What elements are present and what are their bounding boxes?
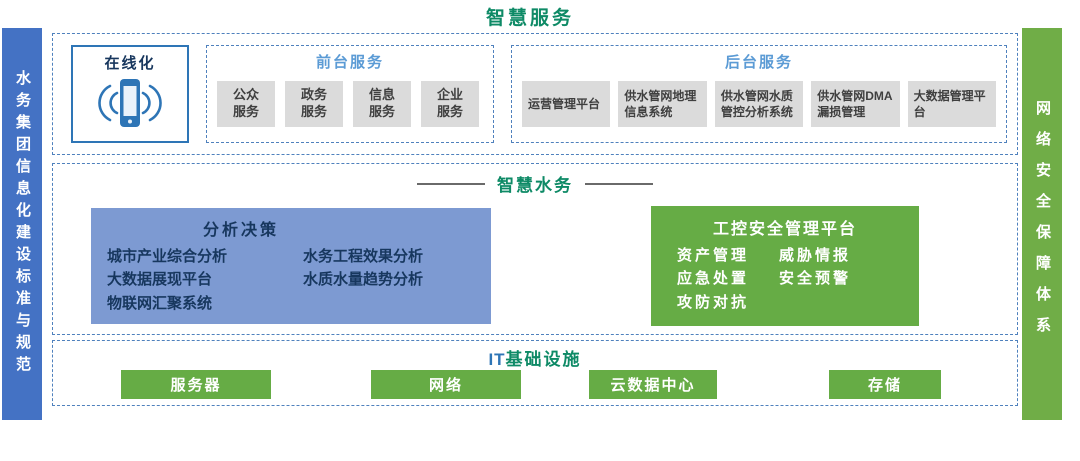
back-services-group: 后台服务 运营管理平台 供水管网地理信息系统 供水管网水质管控分析系统 供水管网…: [511, 45, 1007, 143]
back-service-item-dma-leakage: 供水管网DMA漏损管理: [811, 81, 900, 127]
security-item: 安全预警: [779, 270, 852, 288]
infra-item-cloud-datacenter: 云数据中心: [589, 370, 717, 399]
smart-water-section: 智慧水务 分析决策 城市产业综合分析 大数据展现平台 物联网汇聚系统 水务工程效…: [52, 163, 1018, 335]
front-services-group: 前台服务 公众服务 政务服务 信息服务 企业服务: [206, 45, 494, 143]
analysis-columns: 城市产业综合分析 大数据展现平台 物联网汇聚系统 水务工程效果分析 水质水量趋势…: [91, 245, 491, 315]
security-col2: 威胁情报 安全预警: [779, 244, 919, 314]
back-service-item-operations: 运营管理平台: [522, 81, 611, 127]
back-service-item-bigdata: 大数据管理平台: [907, 81, 997, 127]
front-services-row: 公众服务 政务服务 信息服务 企业服务: [207, 81, 493, 127]
phone-signal-icon: [84, 75, 176, 138]
analysis-item: 城市产业综合分析: [107, 248, 228, 265]
it-title-cn: 基础设施: [505, 350, 582, 369]
front-service-item-public: 公众服务: [217, 81, 275, 127]
security-item: 资产管理: [677, 247, 750, 264]
industrial-security-title: 工控安全管理平台: [712, 221, 857, 238]
online-label: 在线化: [104, 55, 156, 72]
smart-water-title: 智慧水务: [497, 176, 573, 195]
back-service-item-water-quality: 供水管网水质管控分析系统: [714, 81, 804, 127]
infra-item-storage: 存储: [829, 370, 941, 399]
network-security-sidebar-label: 网络安全保障体系: [1034, 100, 1051, 348]
online-box: 在线化: [71, 45, 189, 143]
infra-item-network: 网络: [371, 370, 521, 399]
standards-sidebar: 水务集团信息化建设标准与规范: [2, 28, 42, 420]
security-item: 攻防对抗: [677, 293, 750, 311]
network-security-sidebar: 网络安全保障体系: [1022, 28, 1062, 420]
divider-line-left: [417, 182, 485, 185]
analysis-item: 水质水量趋势分析: [303, 271, 424, 289]
back-services-row: 运营管理平台 供水管网地理信息系统 供水管网水质管控分析系统 供水管网DMA漏损…: [512, 81, 1006, 127]
analysis-item: 水务工程效果分析: [303, 248, 424, 265]
infra-item-server: 服务器: [121, 370, 271, 399]
divider-line-right: [585, 182, 653, 185]
back-service-item-gis: 供水管网地理信息系统: [618, 81, 707, 127]
front-services-title: 前台服务: [315, 54, 384, 71]
security-col1: 资产管理 应急处置 攻防对抗: [651, 244, 779, 314]
smart-services-title: 智慧服务: [485, 8, 574, 29]
it-title-en: IT: [488, 350, 506, 369]
security-item: 应急处置: [677, 270, 750, 288]
analysis-decision-panel: 分析决策 城市产业综合分析 大数据展现平台 物联网汇聚系统 水务工程效果分析 水…: [91, 208, 491, 324]
security-item: 威胁情报: [779, 247, 852, 264]
security-columns: 资产管理 应急处置 攻防对抗 威胁情报 安全预警: [651, 244, 919, 314]
analysis-item: 大数据展现平台: [107, 271, 213, 289]
industrial-security-panel: 工控安全管理平台 资产管理 应急处置 攻防对抗 威胁情报 安全预警: [651, 206, 919, 326]
analysis-col2: 水务工程效果分析 水质水量趋势分析: [303, 245, 491, 315]
front-service-item-government: 政务服务: [285, 81, 343, 127]
front-service-item-information: 信息服务: [353, 81, 411, 127]
smart-water-title-row: 智慧水务: [53, 171, 1017, 196]
it-infrastructure-title: IT基础设施: [53, 345, 1017, 370]
it-infrastructure-section: IT基础设施 服务器 网络 云数据中心 存储: [52, 340, 1018, 406]
back-services-title: 后台服务: [724, 54, 793, 71]
smart-services-section: 在线化 前台服务 公众服务 政务服务: [52, 33, 1018, 155]
analysis-item: 物联网汇聚系统: [107, 294, 213, 312]
analysis-decision-title: 分析决策: [203, 222, 280, 239]
front-service-item-enterprise: 企业服务: [421, 81, 479, 127]
standards-sidebar-label: 水务集团信息化建设标准与规范: [14, 70, 31, 378]
analysis-col1: 城市产业综合分析 大数据展现平台 物联网汇聚系统: [91, 245, 303, 315]
